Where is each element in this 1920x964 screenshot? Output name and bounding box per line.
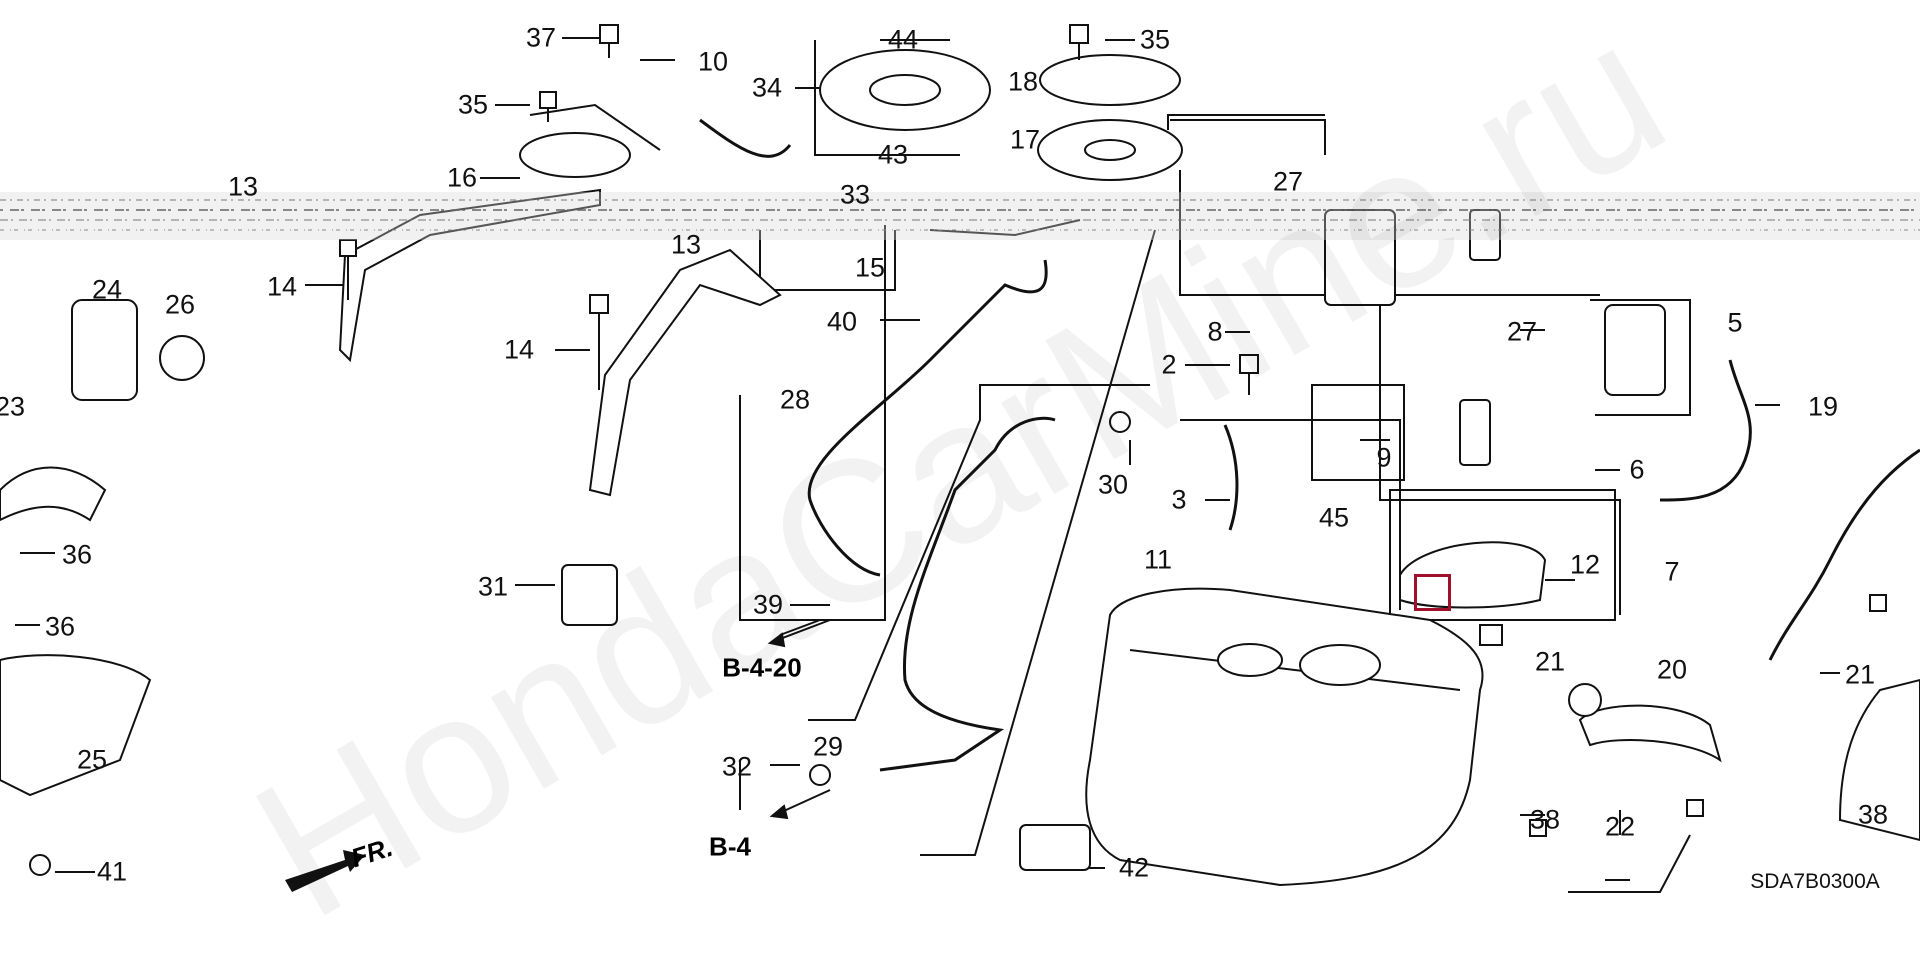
callout-45[interactable]: 45 [1318, 502, 1350, 533]
fuel-filter [1604, 304, 1666, 396]
callout-7[interactable]: 7 [1664, 556, 1680, 587]
filler-plate [519, 132, 631, 178]
vent-hose [1568, 834, 1691, 893]
callout-23[interactable]: 23 [0, 391, 26, 422]
ring-seal-hole [1084, 139, 1136, 161]
fuel-tank [1085, 587, 1484, 887]
group-frame [739, 225, 886, 621]
callout-10[interactable]: 10 [697, 46, 729, 77]
callout-39[interactable]: 39 [752, 589, 784, 620]
tank-strap [588, 248, 782, 497]
group-frame [814, 40, 920, 156]
diagram-code: SDA7B0300A [1750, 870, 1880, 893]
callout-38[interactable]: 38 [1857, 799, 1889, 830]
group-frame [1170, 119, 1326, 155]
group-frame [1590, 299, 1691, 416]
group-frame [759, 230, 896, 291]
reference-b-4-20[interactable]: B-4-20 [722, 652, 802, 683]
group-frame [920, 229, 1156, 856]
group-frame [1311, 384, 1405, 481]
callout-32[interactable]: 32 [721, 751, 753, 782]
callout-9[interactable]: 9 [1376, 442, 1392, 473]
group-frame [1180, 419, 1401, 610]
scan-noise-band [0, 192, 1920, 240]
filler-neck [0, 466, 107, 522]
callout-33[interactable]: 33 [839, 179, 871, 210]
callout-5[interactable]: 5 [1727, 307, 1743, 338]
callout-44[interactable]: 44 [887, 24, 919, 55]
group-frame [529, 103, 661, 151]
ring-plate-hole [869, 74, 941, 106]
tubes-and-wires [699, 118, 1920, 772]
ring-seal [1039, 54, 1181, 106]
callout-29[interactable]: 29 [812, 731, 844, 762]
callout-26[interactable]: 26 [164, 289, 196, 320]
callout-28[interactable]: 28 [779, 384, 811, 415]
fuel-pump-ring [1299, 644, 1381, 686]
group-frame [1379, 255, 1621, 615]
callout-13[interactable]: 13 [227, 171, 259, 202]
fuel-pump [1459, 399, 1491, 466]
filler-housing [71, 299, 138, 401]
splash-shield [1838, 678, 1920, 842]
callout-20[interactable]: 20 [1656, 654, 1688, 685]
callout-14[interactable]: 14 [503, 334, 535, 365]
highlight-marker[interactable] [1414, 574, 1451, 611]
fuel-tank-seam [1129, 649, 1461, 691]
tank-strap [338, 188, 601, 363]
callout-19[interactable]: 19 [1807, 391, 1839, 422]
callout-22[interactable]: 22 [1604, 811, 1636, 842]
callout-43[interactable]: 43 [877, 139, 909, 170]
callout-42[interactable]: 42 [1118, 852, 1150, 883]
callout-17[interactable]: 17 [1009, 124, 1041, 155]
callout-35[interactable]: 35 [1139, 24, 1171, 55]
callout-34[interactable]: 34 [751, 72, 783, 103]
callout-8[interactable]: 8 [1207, 316, 1223, 347]
callout-41[interactable]: 41 [96, 856, 128, 887]
callout-13[interactable]: 13 [670, 229, 702, 260]
callout-16[interactable]: 16 [446, 162, 478, 193]
callout-36[interactable]: 36 [61, 539, 93, 570]
callout-40[interactable]: 40 [826, 306, 858, 337]
callout-35[interactable]: 35 [457, 89, 489, 120]
callout-21[interactable]: 21 [1844, 659, 1876, 690]
callout-14[interactable]: 14 [266, 271, 298, 302]
callout-15[interactable]: 15 [854, 252, 886, 283]
callout-3[interactable]: 3 [1171, 484, 1187, 515]
group-frame [1179, 170, 1600, 296]
splash-shield [0, 654, 152, 797]
fuel-tank-port [1217, 643, 1283, 677]
callout-21[interactable]: 21 [1534, 646, 1566, 677]
purge-valve [561, 564, 618, 626]
leader-lines [15, 37, 1870, 881]
callout-38[interactable]: 38 [1529, 804, 1561, 835]
callout-24[interactable]: 24 [91, 274, 123, 305]
callout-37[interactable]: 37 [525, 22, 557, 53]
group-frame [1389, 489, 1616, 621]
callout-11[interactable]: 11 [1143, 544, 1173, 575]
group-frame [1167, 114, 1325, 130]
callout-25[interactable]: 25 [76, 744, 108, 775]
group-frame [929, 219, 1081, 237]
front-direction-arrow [285, 850, 365, 892]
callout-30[interactable]: 30 [1097, 469, 1129, 500]
fuel-strainer [1399, 541, 1547, 609]
fill-hose [1578, 704, 1722, 763]
callout-27[interactable]: 27 [1506, 316, 1538, 347]
callout-18[interactable]: 18 [1007, 66, 1039, 97]
callout-2[interactable]: 2 [1161, 349, 1177, 380]
callout-27[interactable]: 27 [1272, 166, 1304, 197]
callout-36[interactable]: 36 [44, 611, 76, 642]
reference-arrows [767, 619, 831, 820]
reference-b-4[interactable]: B-4 [709, 831, 751, 862]
filler-cap [159, 335, 205, 381]
vent-valve [1019, 824, 1091, 871]
callout-6[interactable]: 6 [1629, 454, 1645, 485]
callout-12[interactable]: 12 [1569, 549, 1601, 580]
bolts [29, 24, 1887, 876]
callout-31[interactable]: 31 [477, 571, 509, 602]
group-frame [808, 384, 1150, 721]
